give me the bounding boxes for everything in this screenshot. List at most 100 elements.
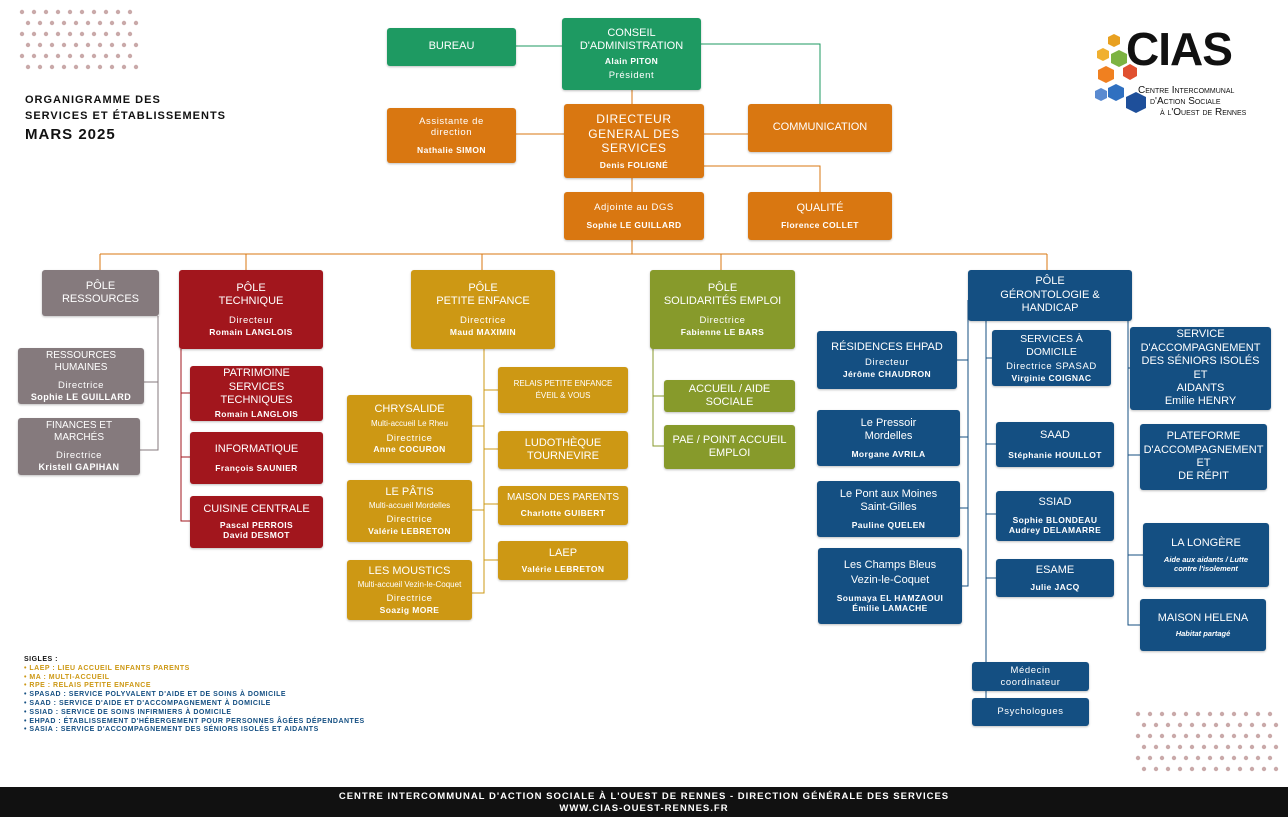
decor-dot [121,64,127,70]
pole-technique-box: PÔLE TECHNIQUE Directeur Romain LANGLOIS [179,270,323,349]
decor-dot [1177,766,1183,772]
decor-dot [31,31,37,37]
decor-dot [1159,755,1165,761]
decor-dot [121,42,127,48]
decor-dot [1249,744,1255,750]
pont-name: Pauline QUELEN [851,519,926,530]
decor-dot [115,31,121,37]
decor-dot [1153,744,1159,750]
assistante-line-2: direction [430,127,473,139]
maison-helena-box: MAISON HELENA Habitat partagé [1140,599,1266,651]
decor-dot [1147,755,1153,761]
ssiad-name-2: Audrey DELAMARRE [1008,525,1102,536]
decor-dot [1153,722,1159,728]
decor-dot [1183,733,1189,739]
sigle-item: • LAEP : LIEU ACCUEIL ENFANTS PARENTS [24,664,190,672]
services-a-domicile-box: SERVICES À DOMICILE Directrice SPASAD Vi… [992,330,1111,386]
sigle-item: • SSIAD : SERVICE DE SOINS INFIRMIERS À … [24,708,232,716]
pressoir-line-2: Mordelles [864,430,913,443]
decor-dot [43,31,49,37]
sigles-legend: SIGLES : • LAEP : LIEU ACCUEIL ENFANTS P… [24,656,365,735]
decor-dot [73,42,79,48]
ehpad-name: Jérôme CHAUDRON [842,368,932,379]
patrimoine-line-1: PATRIMOINE [223,367,290,380]
decor-dot [85,42,91,48]
decor-dot [127,53,133,59]
decor-dot [1255,711,1261,717]
decor-dot [1189,766,1195,772]
decor-dot [1153,766,1159,772]
decor-dot [1171,733,1177,739]
decor-dot [43,53,49,59]
decor-dot [1183,755,1189,761]
relais-petite-enfance-box: RELAIS PETITE ENFANCE ÉVEIL & VOUS [498,367,628,413]
decor-dot [1201,766,1207,772]
decor-dot [19,9,25,15]
decor-dot [1195,711,1201,717]
cuisine-name-2: David DESMOT [223,530,290,541]
plateforme-line-1: PLATEFORME [1166,430,1241,443]
sasia-line-4: AIDANTS [1176,381,1225,394]
decor-dot [1225,744,1231,750]
decor-dot [1171,711,1177,717]
decor-dot [1159,711,1165,717]
adjointe-name: Sophie LE GUILLARD [586,220,682,231]
moustics-name: Soazig MORE [379,604,440,615]
technique-name: Romain LANGLOIS [209,327,293,338]
decor-dot [25,64,31,70]
dg-name: Denis FOLIGNÉ [599,159,669,170]
decor-dot [1231,711,1237,717]
logo-tagline-2: d'Action Sociale [1150,96,1221,107]
qualite-box: QUALITÉ Florence COLLET [748,192,892,240]
title-line-2: SERVICES ET ÉTABLISSEMENTS [25,110,227,122]
patis-role: Directrice [386,514,433,526]
la-longere-box: LA LONGÈRE Aide aux aidants / Lutte cont… [1143,523,1269,587]
decor-dot [55,53,61,59]
sigle-item: • MA : MULTI-ACCUEIL [24,673,110,681]
ssiad-label: SSIAD [1038,496,1072,509]
ssiad-box: SSIAD Sophie BLONDEAU Audrey DELAMARRE [996,491,1114,541]
decor-dot [1213,722,1219,728]
assistante-box: Assistante de direction Nathalie SIMON [387,108,516,163]
informatique-box: INFORMATIQUE François SAUNIER [190,432,323,484]
decor-dot [79,31,85,37]
decor-dot [1189,722,1195,728]
dg-line-2: GENERAL DES [588,126,680,141]
decor-dot [103,9,109,15]
patis-label: LE PÂTIS [385,485,434,498]
geronto-line-2: GÉRONTOLOGIE & HANDICAP [1000,288,1100,315]
qualite-name: Florence COLLET [781,220,859,231]
solidarites-role: Directrice [699,315,746,327]
pole-ressources-box: PÔLE RESSOURCES [42,270,159,316]
ca-role: Président [608,69,655,81]
ssiad-name-1: Sophie BLONDEAU [1012,514,1098,525]
laep-name: Valérie LEBRETON [521,564,605,575]
finances-marches-box: FINANCES ET MARCHÉS Directrice Kristell … [18,418,140,475]
cuisine-label: CUISINE CENTRALE [203,503,310,516]
decor-dot [91,53,97,59]
decor-dot [1219,755,1225,761]
sigles-list: • LAEP : LIEU ACCUEIL ENFANTS PARENTS• M… [24,665,365,735]
decor-dot [133,42,139,48]
decor-dot [103,31,109,37]
decor-dot [85,64,91,70]
document-title: ORGANIGRAMME DES SERVICES ET ÉTABLISSEME… [25,92,226,143]
chrysalide-box: CHRYSALIDE Multi-accueil Le Rheu Directr… [347,395,472,463]
logo-brand: CIAS [1126,23,1233,75]
decor-dot [1267,711,1273,717]
informatique-label: INFORMATIQUE [214,442,299,455]
les-moustics-box: LES MOUSTICS Multi-accueil Vezin-le-Coqu… [347,560,472,620]
communication-label: COMMUNICATION [772,121,868,134]
decor-dot [31,9,37,15]
pole-solidarites-box: PÔLE SOLIDARITÉS EMPLOI Directrice Fabie… [650,270,795,349]
longere-desc-2: contre l'isolement [1174,563,1238,573]
ca-line-2: D'ADMINISTRATION [579,40,684,53]
esame-box: ESAME Julie JACQ [996,559,1114,597]
rh-name: Sophie LE GUILLARD [30,391,132,402]
sigle-item: • RPE : RELAIS PETITE ENFANCE [24,682,152,690]
logo-tagline-3: à l'Ouest de Rennes [1160,107,1247,118]
patrimoine-line-2: SERVICES TECHNIQUES [220,380,293,407]
technique-line-1: PÔLE [236,281,266,294]
decor-dot [79,53,85,59]
cias-logo: CIAS Centre Intercommunal d'Action Socia… [1092,23,1272,122]
